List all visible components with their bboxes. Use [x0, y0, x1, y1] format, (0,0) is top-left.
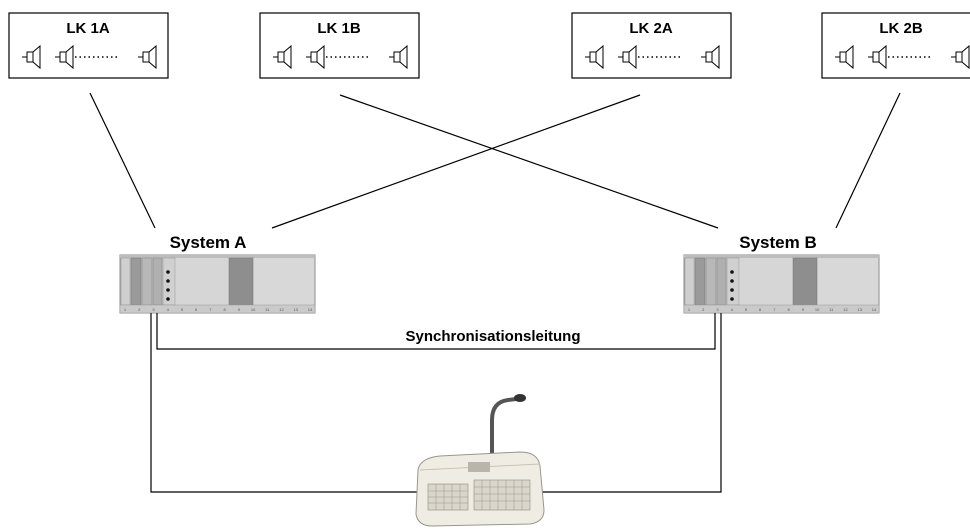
- rack-system-b: [683, 254, 880, 314]
- system-a-label: System A: [170, 233, 247, 252]
- zone-label: LK 1A: [66, 20, 110, 37]
- sync-line: [156, 313, 716, 350]
- rack-b-slot-number: 13: [858, 307, 863, 312]
- rack-b-slot-number: 1: [688, 307, 691, 312]
- rack-a-slot-number: 7: [209, 307, 212, 312]
- zone-label: LK 2A: [629, 20, 673, 37]
- rack-b-slot-number: 11: [829, 307, 834, 312]
- rack-a-slot-number: 1: [124, 307, 127, 312]
- zone-label: LK 2B: [879, 20, 923, 37]
- rack-a-slot-number: 10: [251, 307, 256, 312]
- speaker-icons: [21, 45, 157, 69]
- console-connections: [150, 313, 722, 493]
- rack-b-slot-number: 2: [702, 307, 705, 312]
- zone-label: LK 1B: [317, 20, 361, 37]
- rack-b-slot-number: 8: [787, 307, 790, 312]
- zone-lk2b: LK 2B: [821, 12, 970, 79]
- rack-b-slot-number: 10: [815, 307, 820, 312]
- system-b-label: System B: [739, 233, 816, 252]
- speaker-icons: [272, 45, 408, 69]
- rack-b-slot-number: 12: [843, 307, 848, 312]
- rack-a-slot-number: 14: [308, 307, 313, 312]
- rack-a-slot-number: 13: [294, 307, 299, 312]
- zone-lk1a: LK 1A: [8, 12, 169, 79]
- speaker-icons: [584, 45, 720, 69]
- rack-a-slot-number: 12: [279, 307, 284, 312]
- link-lk2b-system-b: [835, 92, 901, 229]
- rack-a-slot-number: 9: [238, 307, 241, 312]
- link-lk1b-system-b: [339, 94, 719, 229]
- rack-system-a: [119, 254, 316, 314]
- rack-a-slot-number: 4: [167, 307, 170, 312]
- rack-b-slot-number: 5: [745, 307, 748, 312]
- rack-b-slot-number: 3: [716, 307, 719, 312]
- zone-lk2a: LK 2A: [571, 12, 732, 79]
- microphone-console: [415, 394, 545, 527]
- link-lk2a-system-a: [271, 94, 641, 229]
- link-lk1a-system-a: [89, 92, 156, 229]
- rack-a-slot-number: 6: [195, 307, 198, 312]
- rack-a-slot-number: 2: [138, 307, 141, 312]
- rack-b-slot-number: 9: [802, 307, 805, 312]
- rack-a-slot-number: 11: [265, 307, 270, 312]
- rack-a-slot-number: 3: [152, 307, 155, 312]
- zone-lk1b: LK 1B: [259, 12, 420, 79]
- rack-b-slot-number: 6: [759, 307, 762, 312]
- rack-a-slot-number: 8: [223, 307, 226, 312]
- sync-line-label: Synchronisationsleitung: [405, 328, 580, 345]
- rack-a-slot-number: 5: [181, 307, 184, 312]
- speaker-icons: [834, 45, 970, 69]
- rack-b-slot-number: 14: [872, 307, 877, 312]
- rack-b-slot-number: 7: [773, 307, 776, 312]
- zone-connections: [89, 92, 901, 229]
- rack-b-slot-number: 4: [731, 307, 734, 312]
